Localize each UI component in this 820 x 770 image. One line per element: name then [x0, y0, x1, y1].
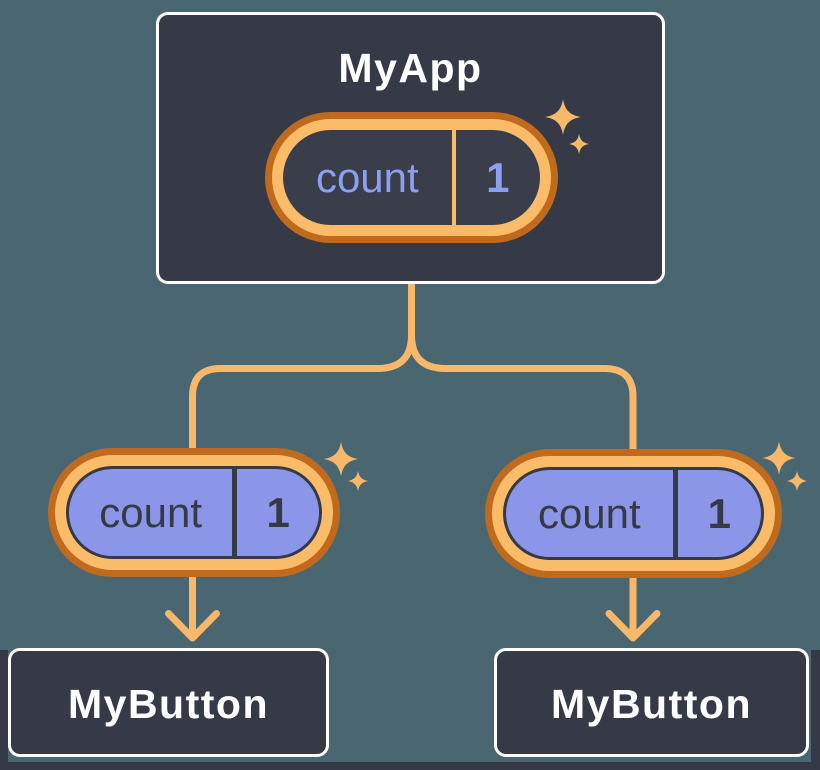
pill-ring: count 1: [272, 119, 551, 236]
component-title: MyButton: [550, 680, 752, 727]
pill-ring: count 1: [492, 456, 775, 571]
state-value: 1: [707, 489, 732, 537]
page-edge-right: [811, 650, 820, 770]
state-value: 1: [486, 153, 510, 201]
page-edge-left: [0, 650, 8, 770]
arrow-down-right-icon: [605, 568, 661, 642]
component-title: MyButton: [67, 680, 269, 727]
state-name: count: [537, 489, 641, 537]
state-pill-child-left: count 1: [48, 448, 340, 577]
state-pill-root: count 1: [265, 112, 558, 243]
state-name: count: [315, 153, 419, 201]
pill-ring: count 1: [55, 455, 333, 570]
arrow-down-left-icon: [165, 568, 220, 642]
sparkle-icon: [762, 441, 796, 475]
state-value: 1: [266, 488, 290, 536]
sparkle-icon: [347, 470, 369, 492]
component-title: MyApp: [338, 45, 483, 91]
pill-divider: [232, 469, 238, 556]
state-pill-child-right: count 1: [485, 449, 782, 578]
state-name: count: [99, 488, 203, 536]
page-edge-bottom: [0, 762, 820, 770]
pill-divider: [451, 130, 456, 225]
sparkle-icon: [545, 99, 581, 135]
sparkle-icon: [786, 470, 808, 492]
pill-divider: [672, 470, 678, 557]
component-box-mybutton-left: MyButton: [8, 648, 329, 757]
component-box-mybutton-right: MyButton: [494, 648, 809, 757]
sparkle-icon: [568, 133, 590, 155]
connector-branch-right: [408, 280, 637, 456]
sparkle-icon: [323, 441, 359, 477]
